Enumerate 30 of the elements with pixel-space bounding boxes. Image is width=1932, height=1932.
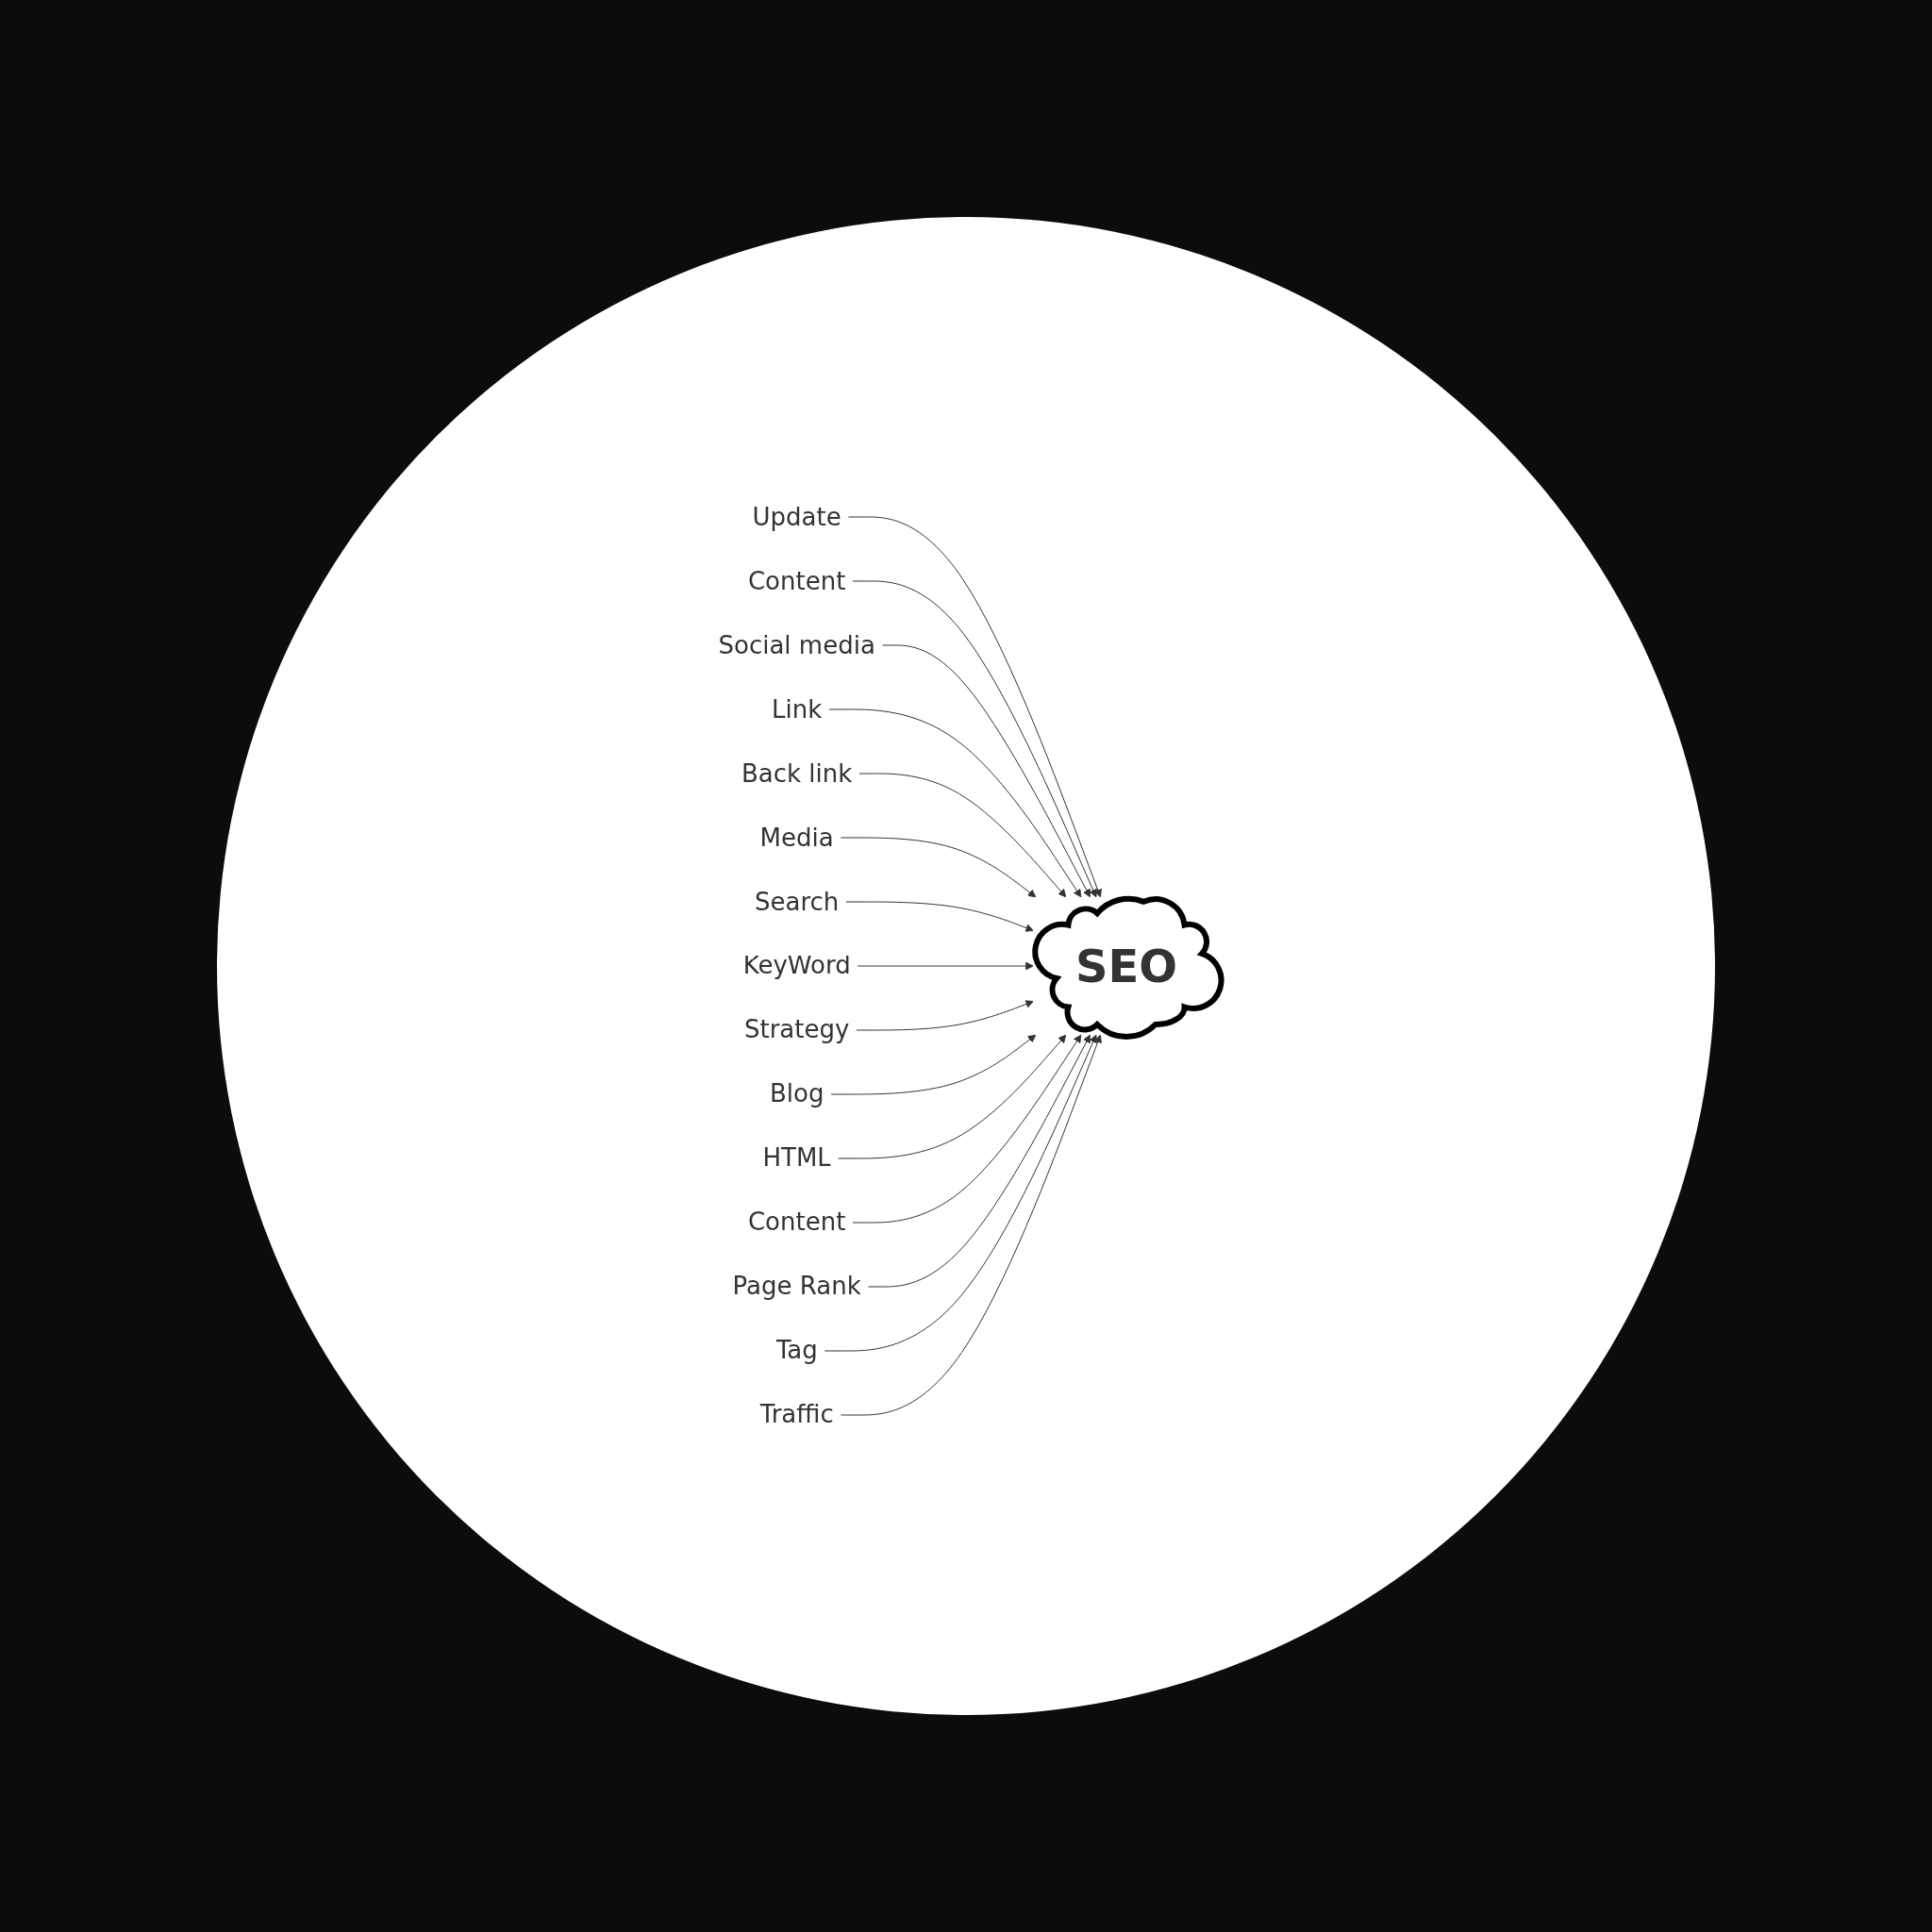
node-text: Back link [741,758,853,788]
node-text: Search [754,887,840,916]
arrow [852,1034,1082,1224]
arrow [840,837,1037,898]
arrow [837,1034,1067,1159]
arrow [824,1034,1097,1352]
arrow [852,580,1097,898]
arrow [867,1034,1091,1288]
node-text: Link [771,694,823,724]
node-text: Content [747,1208,846,1237]
node-text: Tag [775,1336,818,1365]
arrow [845,901,1034,932]
arrow [828,708,1082,898]
node-text: KeyWord [742,951,851,980]
node-text: Traffic [759,1400,834,1429]
arrow [840,1034,1102,1416]
arrow [856,1000,1034,1031]
node-text: HTML [762,1143,831,1173]
node-text: Social media [718,630,875,659]
arrow [847,516,1102,898]
arrow [830,1034,1037,1095]
node-text: Update [752,502,841,531]
arrow [881,644,1091,898]
node-text: Blog [769,1079,824,1108]
arrow [858,773,1067,898]
node-text: Strategy [743,1015,850,1044]
arrow [857,961,1034,971]
node-text: Content [747,566,846,595]
node-text: Page Rank [732,1272,861,1301]
node-text: Media [759,823,834,852]
